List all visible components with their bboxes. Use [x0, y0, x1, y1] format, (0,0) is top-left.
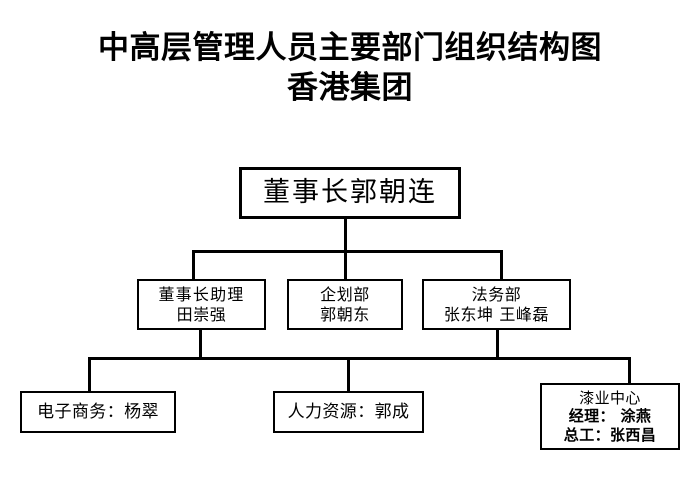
org-node-paint-line-3: 总工：张西昌 — [563, 425, 657, 444]
org-node-ecommerce[interactable]: 电子商务：杨翠 — [20, 391, 176, 433]
org-node-legal[interactable]: 法务部 张东坤 王峰磊 — [422, 279, 571, 330]
org-node-planning-line-1: 企划部 — [320, 284, 370, 304]
connector-upper-bus — [192, 250, 503, 253]
org-node-chairman-line-1: 董事长郭朝连 — [263, 176, 437, 208]
org-node-hr[interactable]: 人力资源：郭成 — [273, 391, 424, 433]
org-node-planning-line-2: 郭朝东 — [320, 304, 370, 324]
org-node-paint[interactable]: 漆业中心 经理： 涂燕 总工：张西昌 — [540, 383, 680, 450]
chart-title-line-1: 中高层管理人员主要部门组织结构图 — [98, 30, 602, 66]
org-node-legal-line-2: 张东坤 王峰磊 — [443, 304, 550, 324]
connector-drop-hr — [347, 357, 350, 393]
connector-drop-ecommerce — [88, 357, 91, 393]
connector-drop-legal — [500, 250, 503, 281]
org-node-paint-line-1: 漆业中心 — [579, 389, 641, 408]
org-node-paint-line-2: 经理： 涂燕 — [568, 407, 652, 426]
connector-drop-planning — [344, 250, 347, 281]
org-node-hr-line-1: 人力资源：郭成 — [287, 401, 410, 422]
org-node-legal-line-1: 法务部 — [471, 284, 522, 304]
connector-drop-paint — [628, 357, 631, 385]
org-node-assistant-line-2: 田崇强 — [176, 304, 227, 324]
connector-stem-legal — [496, 330, 499, 360]
chart-title: 中高层管理人员主要部门组织结构图 香港集团 — [0, 28, 700, 109]
org-node-planning[interactable]: 企划部 郭朝东 — [287, 279, 403, 330]
org-node-assistant-line-1: 董事长助理 — [158, 284, 245, 304]
org-node-chairman[interactable]: 董事长郭朝连 — [239, 167, 461, 219]
connector-stem-assistant — [199, 330, 202, 360]
chart-title-line-2: 香港集团 — [287, 70, 413, 107]
connector-lower-bus — [88, 357, 631, 360]
org-node-ecommerce-line-1: 电子商务：杨翠 — [37, 401, 159, 422]
connector-root-stem — [344, 219, 347, 253]
org-node-assistant[interactable]: 董事长助理 田崇强 — [137, 279, 266, 330]
connector-drop-assistant — [192, 250, 195, 281]
